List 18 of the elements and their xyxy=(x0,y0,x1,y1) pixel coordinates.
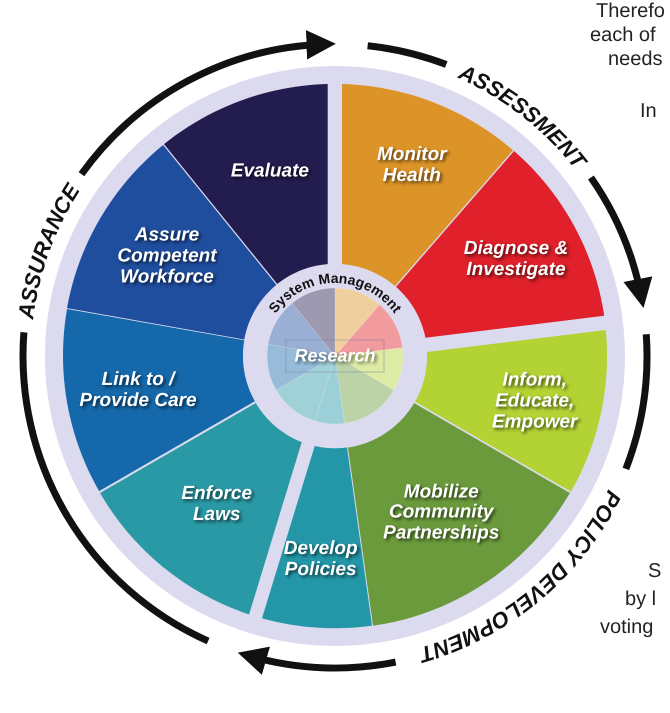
cropped-text: by l xyxy=(625,588,656,611)
cropped-text: Therefo xyxy=(596,0,665,23)
service-label: Monitor Health xyxy=(376,145,448,187)
cropped-text: voting xyxy=(600,616,654,639)
cropped-text: each of xyxy=(590,24,656,47)
service-label: Develop Policies xyxy=(282,540,359,582)
service-label: Diagnose & Investigate xyxy=(462,238,570,281)
cropped-text: S xyxy=(648,560,662,583)
cropped-text: needs xyxy=(608,48,662,71)
center-ring xyxy=(243,264,427,448)
service-label: Inform, Educate, Empower xyxy=(490,370,580,434)
service-label: Enforce Laws xyxy=(180,484,254,526)
service-label: Link to / Provide Care xyxy=(78,370,198,412)
cropped-text: In xyxy=(640,100,657,123)
service-label: Assure Competent Workforce xyxy=(116,226,218,288)
service-label: Mobilize Community Partnerships xyxy=(382,482,500,545)
center-label-box: Research xyxy=(285,340,385,372)
service-label: Evaluate xyxy=(230,162,310,183)
